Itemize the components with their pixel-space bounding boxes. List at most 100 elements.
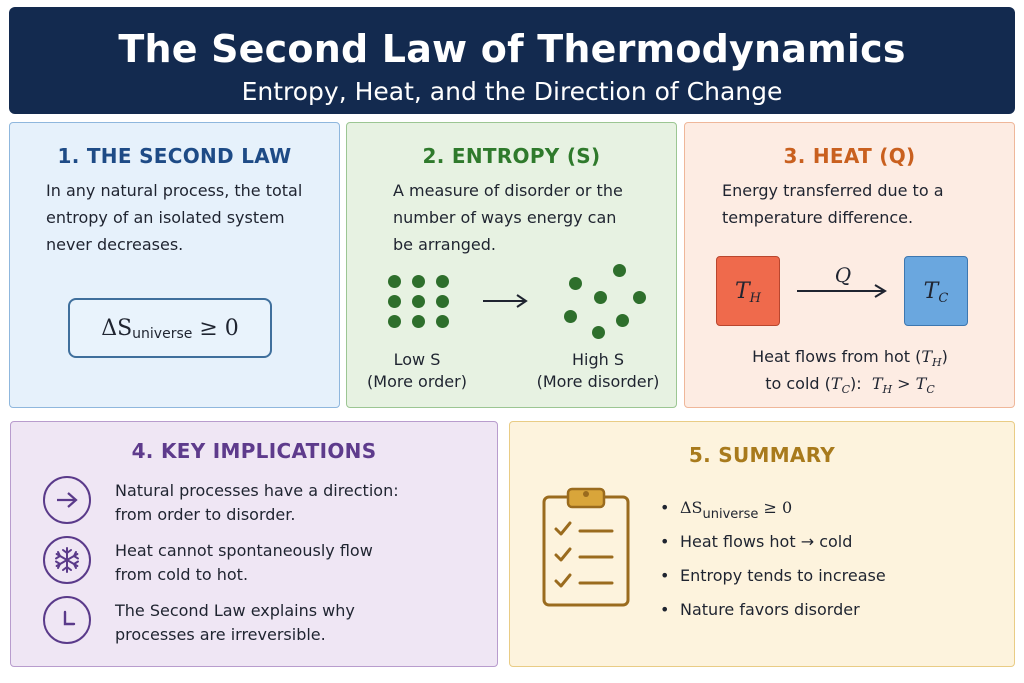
caption-subscript: H: [932, 356, 942, 369]
low-s-note: (More order): [367, 372, 467, 391]
high-s-note: (More disorder): [536, 372, 660, 391]
equation-subscript: universe: [132, 326, 193, 342]
bullet: •: [660, 498, 670, 517]
particle-dot: [592, 326, 605, 339]
clock-icon: [43, 596, 91, 644]
text-line: entropy of an isolated system: [46, 208, 285, 227]
heat-flow-caption: Heat flows from hot (TH) to cold (TC): T…: [695, 344, 1005, 398]
heat-flow-label: Q: [834, 263, 852, 287]
panel-description: Energy transferred due to a temperature …: [722, 177, 1012, 231]
caption-subscript: H: [882, 383, 893, 396]
panel-title: 5. SUMMARY: [688, 443, 836, 467]
caption-symbol: T: [871, 374, 883, 393]
implication-line: Heat cannot spontaneously flow: [115, 541, 373, 560]
equation-lhs: ΔS: [101, 315, 133, 341]
implication-line: processes are irreversible.: [115, 625, 326, 644]
caption-symbol: T: [921, 347, 933, 366]
high-entropy-label: High S (More disorder): [533, 349, 663, 393]
snowflake-icon: [43, 536, 91, 584]
particle-dot: [569, 277, 582, 290]
panel-title: 4. KEY IMPLICATIONS: [131, 439, 377, 463]
particle-dot: [388, 315, 401, 328]
particle-dot: [594, 291, 607, 304]
caption-text: Heat flows from hot (: [752, 347, 922, 366]
particle-dot: [436, 295, 449, 308]
particle-dot: [388, 295, 401, 308]
implication-line: The Second Law explains why: [115, 601, 355, 620]
summary-item: • Nature favors disorder: [660, 599, 860, 621]
low-s-label: Low S: [393, 350, 441, 369]
text-line: be arranged.: [393, 235, 496, 254]
equation-rhs: ≥ 0: [192, 315, 239, 341]
caption-paren: ): [941, 347, 948, 366]
hot-subscript: H: [749, 290, 762, 306]
cold-symbol: T: [923, 278, 939, 304]
implication-item: The Second Law explains why processes ar…: [115, 599, 355, 647]
summary-text: Entropy tends to increase: [680, 566, 886, 585]
text-line: never decreases.: [46, 235, 184, 254]
implication-line: from cold to hot.: [115, 565, 249, 584]
arrow-right-icon: [483, 294, 528, 308]
implication-item: Heat cannot spontaneously flow from cold…: [115, 539, 373, 587]
bullet: •: [660, 600, 670, 619]
summary-eq-rhs: ≥ 0: [758, 498, 793, 517]
particle-dot: [412, 275, 425, 288]
panel-title: 2. ENTROPY (S): [422, 144, 601, 168]
caption-line-1: Heat flows from hot (TH): [695, 344, 1005, 371]
caption-text: to cold (: [765, 374, 831, 393]
particle-dot: [613, 264, 626, 277]
particle-dot: [564, 310, 577, 323]
high-s-label: High S: [571, 350, 624, 369]
particle-dot: [436, 315, 449, 328]
hot-symbol: T: [734, 278, 750, 304]
clipboard-checklist-icon: [542, 487, 630, 607]
text-line: temperature difference.: [722, 208, 914, 227]
caption-subscript: C: [926, 383, 935, 396]
caption-paren: ):: [850, 374, 862, 393]
low-entropy-label: Low S (More order): [357, 349, 477, 393]
page-subtitle: Entropy, Heat, and the Direction of Chan…: [241, 77, 783, 106]
bullet: •: [660, 532, 670, 551]
page-title: The Second Law of Thermodynamics: [118, 27, 906, 71]
particle-dot: [633, 291, 646, 304]
particle-dot: [436, 275, 449, 288]
text-line: In any natural process, the total: [46, 181, 303, 200]
bullet: •: [660, 566, 670, 585]
panel-heat: 3. HEAT (Q) Energy transferred due to a …: [684, 122, 1015, 408]
particle-dot: [616, 314, 629, 327]
implication-line: from order to disorder.: [115, 505, 296, 524]
caption-line-2: to cold (TC): TH > TC: [695, 371, 1005, 398]
summary-item: • Entropy tends to increase: [660, 565, 886, 587]
text-line: Energy transferred due to a: [722, 181, 944, 200]
cold-subscript: C: [938, 290, 949, 306]
panel-description: In any natural process, the total entrop…: [46, 177, 336, 258]
panel-description: A measure of disorder or the number of w…: [393, 177, 673, 258]
panel-title: 1. THE SECOND LAW: [57, 144, 292, 168]
panel-title: 3. HEAT (Q): [783, 144, 916, 168]
particle-dot: [412, 295, 425, 308]
implication-item: Natural processes have a direction: from…: [115, 479, 399, 527]
text-line: number of ways energy can: [393, 208, 617, 227]
panel-key-implications: 4. KEY IMPLICATIONS Natural processes ha…: [10, 421, 498, 667]
summary-eq-lhs: ΔS: [680, 498, 703, 517]
panel-entropy: 2. ENTROPY (S) A measure of disorder or …: [346, 122, 677, 408]
summary-item: • Heat flows hot → cold: [660, 531, 852, 553]
panel-second-law: 1. THE SECOND LAW In any natural process…: [9, 122, 340, 408]
arrow-right-icon: [43, 476, 91, 524]
caption-operator: >: [897, 374, 911, 393]
summary-eq-subscript: universe: [702, 507, 759, 522]
summary-item: • ΔSuniverse ≥ 0: [660, 497, 793, 522]
caption-symbol: T: [915, 374, 927, 393]
heat-flow-arrow-icon: [797, 284, 887, 298]
implication-line: Natural processes have a direction:: [115, 481, 399, 500]
text-line: A measure of disorder or the: [393, 181, 623, 200]
summary-text: Heat flows hot → cold: [680, 532, 853, 551]
particle-dot: [388, 275, 401, 288]
summary-text: Nature favors disorder: [680, 600, 860, 619]
panel-summary: 5. SUMMARY • ΔSuniverse ≥ 0 • Heat flows h…: [509, 421, 1015, 667]
caption-symbol: T: [830, 374, 842, 393]
particle-dot: [412, 315, 425, 328]
